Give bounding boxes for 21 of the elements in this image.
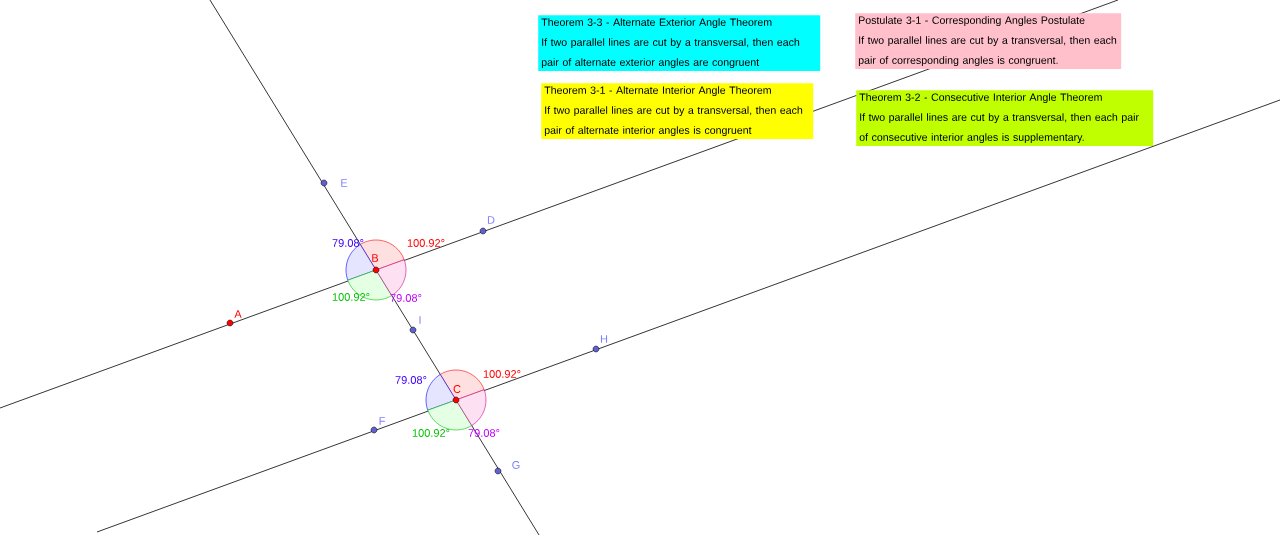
- point-label: I: [419, 316, 421, 324]
- point-label: A: [234, 310, 242, 318]
- point-label: E: [341, 179, 348, 187]
- theorem-box: Theorem 3-3 - Alternate Exterior Angle Theorem If two parallel lines are cut by a transversal, then each pair of alternate exterior angles are congruent: [538, 15, 821, 72]
- point-label: C: [453, 385, 461, 393]
- theorem-box: Theorem 3-2 - Consecutive Interior Angle Theorem If two parallel lines are cut by a transversal, then each pair of consecutive interior angles is supplementary.: [856, 90, 1154, 147]
- point-label: G: [512, 461, 520, 469]
- angle-label: 100.92°: [332, 293, 370, 301]
- theorem-box: Theorem 3-1 - Alternate Interior Angle Theorem If two parallel lines are cut by a transversal, then each pair of alternate interior angles is congruent: [541, 83, 814, 140]
- theorem-box: Postulate 3-1 - Corresponding Angles Postulate If two parallel lines are cut by a transversal, then each pair of corresponding angles is congruent.: [855, 13, 1122, 70]
- point-label: F: [379, 417, 385, 425]
- angle-label: 79.08°: [468, 429, 500, 437]
- angle-label: 79.08°: [332, 239, 364, 247]
- angle-label: 100.92°: [483, 370, 521, 378]
- angle-label: 79.08°: [395, 376, 427, 384]
- point-label: B: [372, 254, 379, 262]
- angle-label: 79.08°: [390, 294, 422, 302]
- point-label: D: [487, 216, 495, 224]
- angle-label: 100.92°: [412, 429, 450, 437]
- point-label: H: [600, 335, 608, 343]
- angle-label: 100.92°: [407, 239, 445, 247]
